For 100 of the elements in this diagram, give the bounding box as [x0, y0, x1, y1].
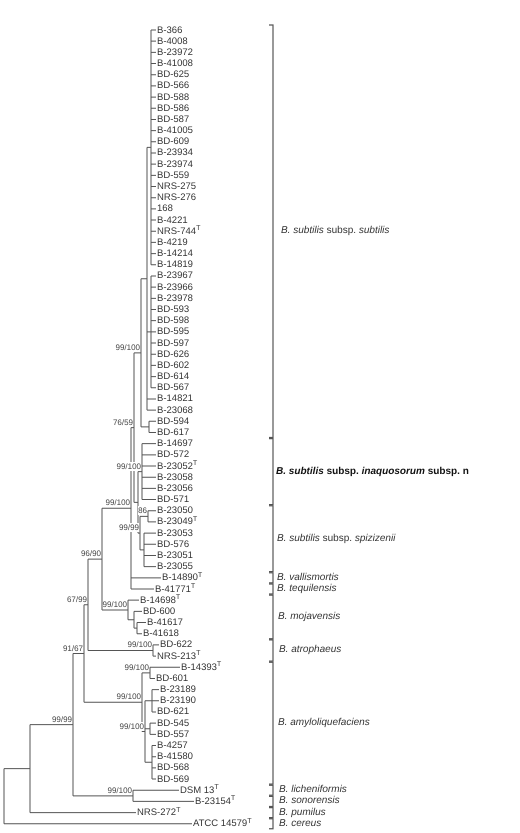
strain-label: B-23055 — [157, 561, 193, 572]
strain-label: BD-576 — [157, 538, 190, 550]
strain-label: B-23049$^{T}$ — [157, 516, 198, 528]
bootstrap-value: 99/100 — [106, 498, 130, 508]
strain-label: BD-617 — [157, 426, 190, 438]
strain-label: NRS-213$^{T}$ — [157, 650, 200, 662]
strain-label: B-14697 — [157, 438, 193, 450]
bootstrap-value: 99/100 — [120, 722, 144, 731]
strain-label: BD-593 — [157, 304, 190, 315]
strain-label: ATCC 14579$^{T}$ — [193, 818, 252, 830]
strain-label: NRS-272$^{T}$ — [137, 807, 180, 818]
strain-label: BD-566 — [157, 80, 190, 92]
strain-label: B-4221 — [157, 214, 188, 226]
strain-label: BD-595 — [157, 326, 190, 338]
bootstrap-value: 99/100 — [124, 662, 149, 672]
clade-name: B. sonorensis — [279, 795, 340, 808]
clade-name: B. subtilis subsp. inaquosorum subsp. n — [276, 466, 469, 478]
strain-label: BD-600 — [143, 606, 176, 617]
strain-label: B-23978 — [157, 292, 193, 304]
strain-label: B-14214 — [157, 248, 193, 260]
strain-label: BD-545 — [157, 718, 190, 729]
strain-label: B-41005 — [157, 125, 193, 136]
strain-label: B-23966 — [157, 282, 193, 293]
strain-label: B-23967 — [157, 270, 193, 282]
bootstrap-value: 99/100 — [116, 692, 141, 702]
bootstrap-value: 99/99 — [52, 714, 72, 724]
strain-label: B-14393$^{T}$ — [181, 662, 222, 673]
bootstrap-value: 91/67 — [62, 644, 83, 652]
strain-label: DSM 13$^{T}$ — [180, 784, 219, 796]
strain-label: B-14890$^{T}$ — [162, 572, 202, 584]
strain-label: B-23056 — [157, 482, 193, 494]
strain-label: BD-621 — [157, 706, 190, 718]
strain-label: B-23974 — [157, 158, 193, 170]
strain-label: B-14819 — [157, 259, 193, 270]
strain-label: B-23154$^{T}$ — [195, 796, 236, 807]
strain-label: B-366 — [157, 24, 182, 36]
strain-label: BD-625 — [157, 69, 190, 80]
strain-label: BD-572 — [157, 449, 190, 460]
strain-label: BD-571 — [157, 494, 190, 506]
strain-label: BD-594 — [157, 416, 190, 427]
strain-label: BD-587 — [157, 114, 190, 125]
bootstrap-value: 99/99 — [118, 523, 139, 532]
clade-name: B. cereus — [279, 818, 322, 830]
strain-label: BD-597 — [157, 338, 190, 349]
clade-name: B. subtilis subsp. spizizenii — [277, 532, 396, 545]
strain-label: B-41617 — [147, 617, 183, 628]
strain-label: B-23190 — [160, 695, 196, 706]
bootstrap-value: 99/100 — [102, 600, 127, 609]
strain-label: B-14698$^{T}$ — [140, 594, 180, 606]
strain-label: BD-614 — [157, 371, 190, 382]
bootstrap-value: 99/100 — [116, 462, 141, 471]
strain-label: B-4008 — [157, 36, 188, 47]
strain-label: BD-588 — [157, 92, 190, 103]
bootstrap-value: 76/59 — [112, 418, 133, 427]
strain-label: B-4219 — [157, 236, 188, 248]
clade-name: B. tequilensis — [277, 583, 336, 595]
strain-label: BD-559 — [157, 170, 190, 181]
strain-label: NRS-276 — [157, 192, 196, 204]
clade-name: B. mojavensis — [278, 610, 340, 623]
strain-label: B-23052$^{T}$ — [157, 460, 198, 472]
strain-label: BD-626 — [157, 348, 190, 360]
strain-label: BD-557 — [157, 728, 190, 740]
strain-label: B-23189 — [160, 684, 196, 696]
strain-label: 168 — [157, 203, 173, 214]
clade-name: B. subtilis subsp. subtilis — [281, 225, 390, 238]
clade-name: B. atrophaeus — [279, 644, 342, 656]
strain-label: B-23053 — [157, 528, 193, 539]
strain-label: BD-569 — [157, 774, 190, 785]
bootstrap-value: 99/100 — [108, 786, 132, 795]
strain-label: B-23051 — [157, 550, 193, 561]
clade-name: B. pumilus — [279, 806, 326, 819]
strain-label: BD-568 — [157, 762, 190, 774]
bootstrap-value: 86 — [138, 506, 147, 516]
strain-label: BD-567 — [157, 382, 190, 394]
bootstrap-value: 67/99 — [66, 594, 87, 604]
strain-label: B-23058 — [157, 472, 193, 483]
strain-label: B-23050 — [157, 505, 193, 516]
strain-label: B-23934 — [157, 147, 193, 158]
strain-label: BD-598 — [157, 315, 190, 326]
strain-label: BD-609 — [157, 136, 190, 148]
strain-label: BD-586 — [157, 102, 190, 114]
strain-label: B-41618 — [143, 628, 179, 640]
clade-name: B. licheniformis — [279, 784, 347, 796]
strain-label: B-41580 — [157, 751, 193, 762]
strain-label: NRS-275 — [157, 181, 196, 192]
strain-label: B-4257 — [157, 740, 188, 752]
strain-label: B-41771$^{T}$ — [155, 584, 196, 594]
bootstrap-value: 96/90 — [80, 549, 101, 558]
bootstrap-value: 99/100 — [116, 342, 140, 352]
strain-label: B-23068 — [157, 404, 193, 416]
strain-label: BD-622 — [160, 639, 192, 650]
bootstrap-value: 99/100 — [128, 640, 152, 650]
strain-label: B-14821 — [157, 393, 193, 404]
strain-label: B-23972 — [157, 46, 193, 58]
strain-label: BD-602 — [157, 360, 190, 371]
strain-label: NRS-744$^{T}$ — [157, 226, 200, 237]
clade-name: B. amyloliquefaciens — [278, 717, 370, 730]
strain-label: BD-601 — [156, 672, 188, 684]
clade-name: B. vallismortis — [277, 572, 339, 584]
strain-label: B-41008 — [157, 58, 193, 70]
